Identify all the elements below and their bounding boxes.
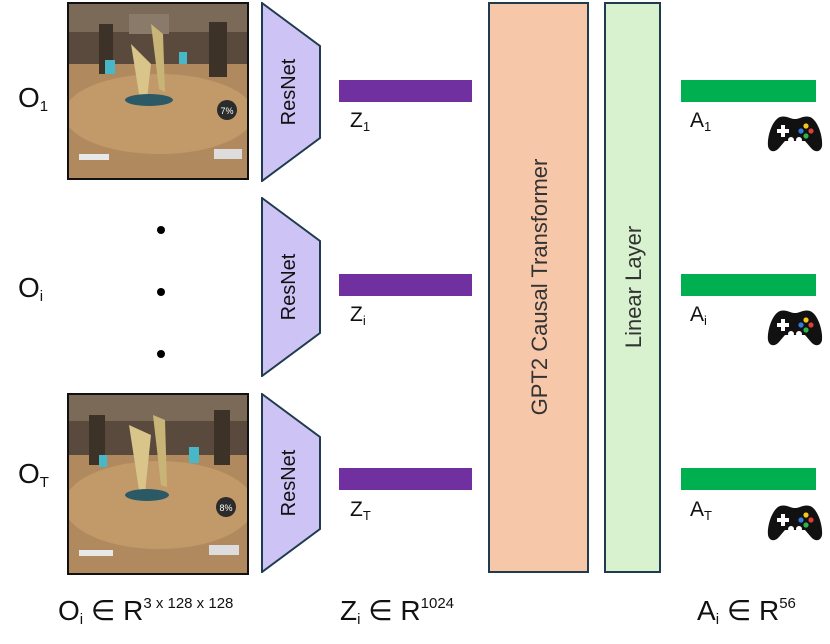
ellipsis-dot <box>157 288 165 296</box>
observation-dimension: Oi ∈ R3 x 128 x 128 <box>58 595 234 628</box>
gamepad-icon <box>766 502 824 547</box>
resnet-encoder-middle: ResNet <box>261 196 321 378</box>
linear-layer-block: Linear Layer <box>604 2 661 573</box>
resnet-encoder-first: ResNet <box>261 1 321 183</box>
observation-label-middle: Oi <box>18 272 44 305</box>
gamepad-icon <box>766 307 824 352</box>
ellipsis-dot <box>157 350 165 358</box>
game-scene-image: 8% <box>69 395 247 573</box>
latent-bar-middle <box>339 274 472 296</box>
action-label-middle: Ai <box>690 303 707 328</box>
game-frame-first: 7% <box>67 2 249 180</box>
latent-dimension: Zi ∈ R1024 <box>340 595 455 628</box>
action-bar-last <box>681 468 816 490</box>
game-frame-last: 8% <box>67 393 249 575</box>
first-frame-badge: 7% <box>220 106 233 116</box>
gpt2-transformer-block: GPT2 Causal Transformer <box>488 2 589 573</box>
latent-label-middle: Zi <box>350 303 366 328</box>
linear-layer-label: Linear Layer <box>621 225 646 349</box>
resnet-encoder-last: ResNet <box>261 392 321 574</box>
latent-label-last: ZT <box>350 498 371 523</box>
action-label-first: A1 <box>690 109 712 134</box>
observation-label-first: O1 <box>18 82 49 115</box>
latent-bar-last <box>339 468 472 490</box>
game-scene-image: 7% <box>69 4 247 178</box>
action-bar-first <box>681 80 816 102</box>
action-dimension: Ai ∈ R56 <box>697 595 796 628</box>
latent-bar-first <box>339 80 472 102</box>
resnet-label: ResNet <box>278 449 300 517</box>
ellipsis-dot <box>157 226 165 234</box>
resnet-label: ResNet <box>278 253 300 321</box>
action-bar-middle <box>681 274 816 296</box>
latent-label-first: Z1 <box>350 109 371 134</box>
action-label-last: AT <box>690 498 712 523</box>
gamepad-icon <box>766 113 824 158</box>
observation-label-last: OT <box>18 458 49 491</box>
resnet-label: ResNet <box>278 58 300 126</box>
transformer-label: GPT2 Causal Transformer <box>527 158 552 416</box>
last-frame-badge: 8% <box>219 503 232 513</box>
